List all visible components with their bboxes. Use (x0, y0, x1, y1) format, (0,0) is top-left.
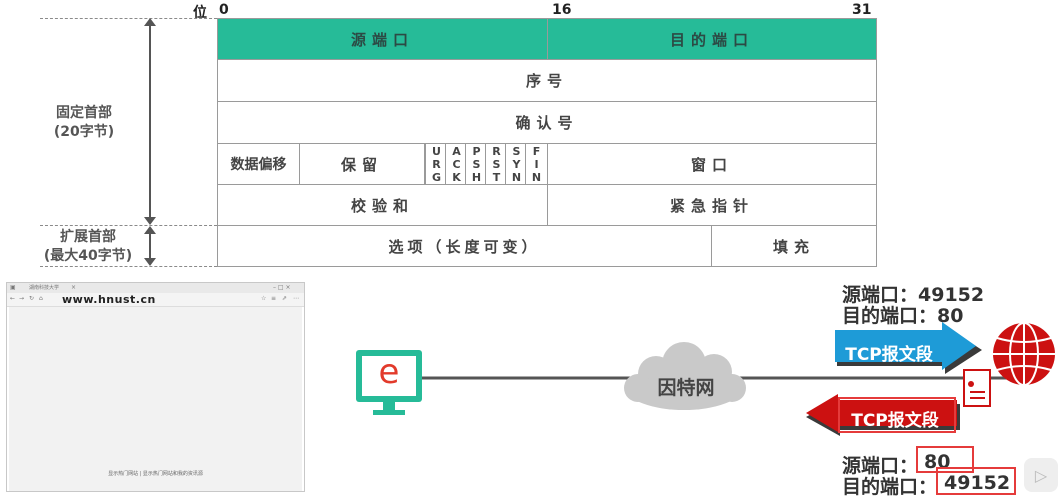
more-icon[interactable]: ⋯ (293, 295, 299, 302)
browser-tab-title[interactable]: 湖南科技大学 (29, 285, 60, 291)
guide-bottom (40, 266, 217, 267)
data-offset-field: 数据偏移 (217, 143, 300, 185)
flag-letter: S (492, 158, 501, 171)
refresh-icon[interactable]: ↻ (29, 295, 35, 302)
guide-top (40, 18, 217, 19)
fixed-header-arrow-top (144, 18, 156, 26)
flag-letter: R (492, 145, 501, 158)
internet-label: 因特网 (657, 377, 715, 399)
flag-letter: Y (512, 158, 521, 171)
document-icon (963, 369, 991, 407)
back-icon[interactable]: ← (10, 295, 16, 302)
bottom-dst-port-highlight (936, 467, 1016, 495)
browser-window: ▣ 湖南科技大学 × – □ × ← → ↻ ⌂ www.hnust.cn ☆ … (6, 282, 305, 492)
client-e-icon: e (378, 352, 400, 392)
checksum-field: 校验和 (217, 184, 548, 226)
urgent-pointer-field: 紧急指针 (547, 184, 877, 226)
top-dst-port: 目的端口：80 (842, 305, 964, 327)
seq-field: 序号 (217, 59, 877, 102)
server-globe-icon (993, 322, 1055, 386)
padding-field: 填充 (711, 225, 877, 267)
reply-segment-label: TCP报文段 (851, 411, 939, 431)
tab-close-icon[interactable]: × (71, 284, 77, 291)
bit-0-label: 0 (219, 2, 229, 18)
guide-mid (40, 225, 217, 226)
options-field: 选项（长度可变） (217, 225, 712, 267)
favorite-icon[interactable]: ☆ (261, 295, 267, 302)
flag-letter: C (452, 158, 461, 171)
ext-header-arrow-bottom (144, 258, 156, 266)
forward-icon[interactable]: → (19, 295, 25, 302)
share-icon[interactable]: ⇗ (282, 295, 288, 302)
bottom-src-port-label: 源端口： (842, 455, 919, 477)
flag-letter: N (531, 171, 542, 184)
fixed-header-label-line1: 固定首部 (56, 105, 112, 121)
fixed-header-span-line (149, 24, 151, 220)
reserved-field: 保留 (299, 143, 425, 185)
ext-header-label: 扩展首部 (最大40字节) (36, 228, 140, 266)
flag-letter: A (452, 145, 461, 158)
ext-header-span-line (149, 232, 151, 260)
dst-port-field: 目的端口 (547, 18, 877, 60)
url-field[interactable]: www.hnust.cn (62, 293, 156, 306)
flag-letter: S (472, 158, 481, 171)
flag-letter: T (492, 171, 501, 184)
reply-segment-arrow (806, 394, 960, 436)
bit-31-label: 31 (852, 2, 872, 18)
fixed-header-label-line2: (20字节) (53, 124, 115, 140)
bottom-dst-port-label: 目的端口： (842, 476, 938, 498)
client-monitor-icon (356, 350, 422, 415)
window-field: 窗口 (547, 143, 877, 185)
reading-list-icon[interactable]: ≡ (271, 295, 277, 302)
flag-letter: G (431, 171, 442, 184)
browser-address-bar: ← → ↻ ⌂ www.hnust.cn ☆ ≡ ⇗ ⋯ (7, 293, 304, 307)
flag-letter: K (452, 171, 461, 184)
window-controls-icon[interactable]: – □ × (273, 284, 291, 291)
ext-header-label-line1: 扩展首部 (60, 229, 116, 245)
flag-letter: F (532, 145, 541, 158)
forward-segment-label: TCP报文段 (845, 345, 933, 365)
next-slide-icon[interactable]: ▷ (1024, 458, 1058, 492)
browser-status-text[interactable]: 显示热门网站 | 显示热门网站和我的资讯源 (108, 471, 203, 477)
fixed-header-arrow-bottom (144, 217, 156, 225)
ext-header-arrow-top (144, 226, 156, 234)
ack-number-field: 确认号 (217, 101, 877, 144)
flag-letter: S (512, 145, 521, 158)
src-port-field: 源端口 (217, 18, 548, 60)
flag-letter: P (472, 145, 481, 158)
forward-segment-arrow (835, 322, 982, 374)
internet-cloud-icon (624, 342, 746, 410)
browser-content: 显示热门网站 | 显示热门网站和我的资讯源 (9, 307, 302, 491)
ext-header-label-line2: (最大40字节) (43, 248, 133, 264)
reply-segment-highlight (838, 397, 956, 433)
bottom-dst-port-value: 49152 (944, 472, 1011, 494)
flag-letter: H (471, 171, 482, 184)
bottom-src-port-highlight (916, 446, 974, 473)
flag-letter: I (534, 158, 539, 171)
tab-favicon-icon: ▣ (10, 284, 16, 291)
flag-letter: U (432, 145, 441, 158)
bit-prefix-label: 位 (193, 5, 207, 21)
browser-tab-bar: ▣ 湖南科技大学 × – □ × (7, 283, 304, 293)
network-diagram (356, 322, 1055, 436)
fixed-header-label: 固定首部 (20字节) (44, 104, 124, 142)
bit-16-label: 16 (552, 2, 572, 18)
top-src-port: 源端口：49152 (842, 284, 985, 306)
flag-letter: R (432, 158, 441, 171)
home-icon[interactable]: ⌂ (39, 295, 43, 302)
flag-letter: N (511, 171, 522, 184)
